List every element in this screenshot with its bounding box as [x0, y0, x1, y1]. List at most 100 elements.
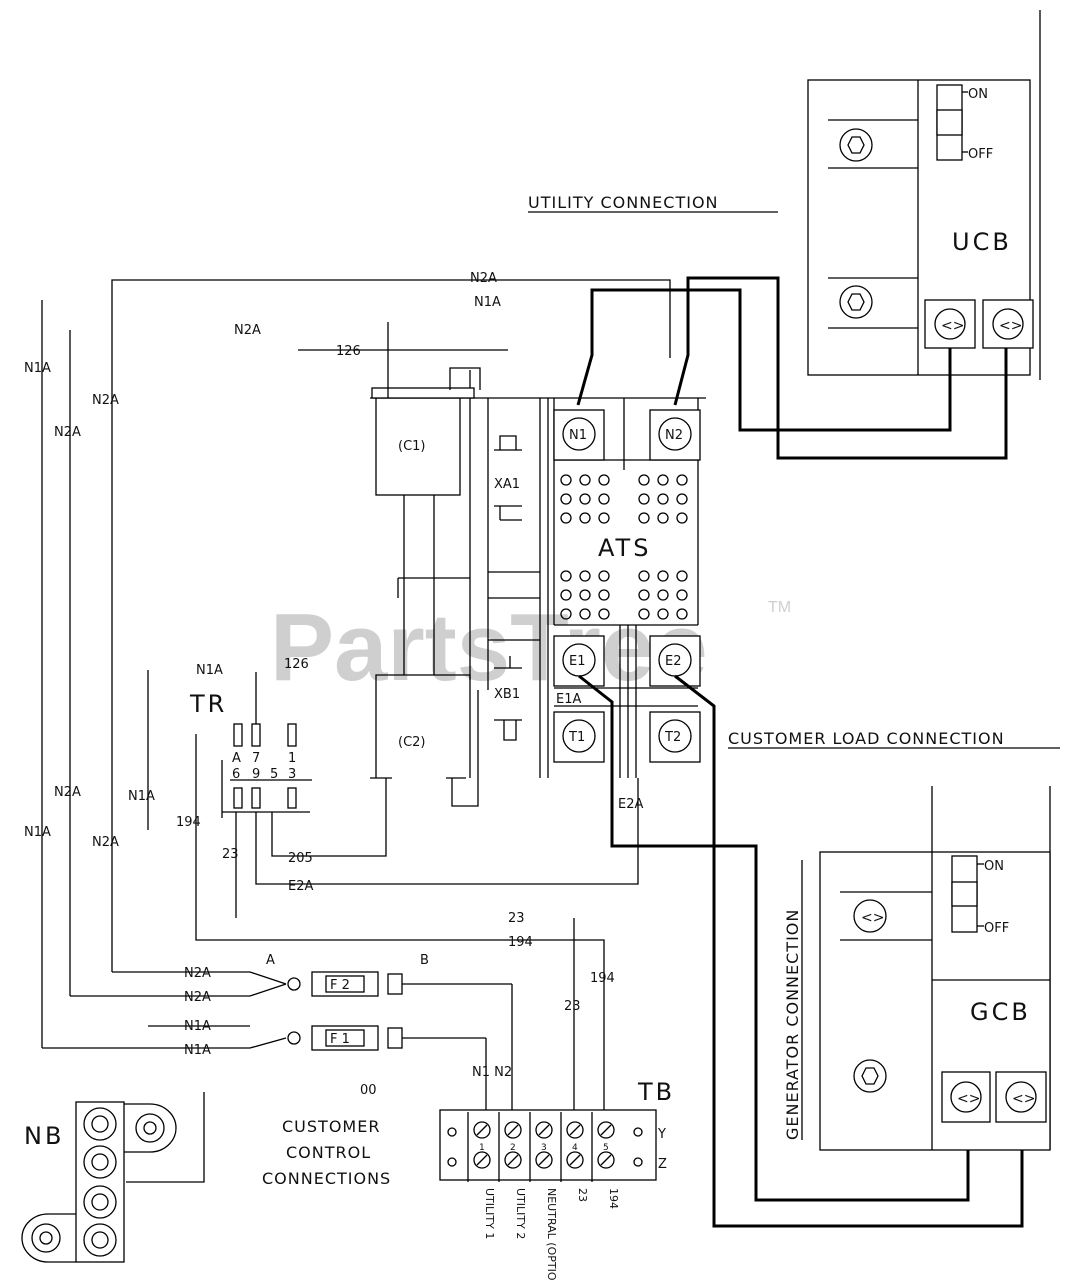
tb-terminal-number: 3 — [541, 1143, 547, 1153]
ats-contact-dot — [657, 608, 669, 620]
coil-c2: (C2) — [370, 674, 479, 807]
e1a-label: E1A — [556, 692, 581, 707]
w23-right: 23 — [564, 999, 581, 1014]
ats-contact-dot — [657, 512, 669, 524]
tb-terminal-number: 1 — [479, 1143, 485, 1153]
e1-label: E1 — [569, 654, 586, 669]
n2a-left-3: N2A — [54, 785, 81, 800]
tb-screw — [566, 1121, 584, 1139]
ats-contact-dot — [598, 493, 610, 505]
svg-text:<>: <> — [861, 910, 884, 926]
tb-screw — [504, 1151, 522, 1169]
c2-label: (C2) — [398, 735, 426, 750]
tb-screw — [535, 1121, 553, 1139]
tb-bottom-label: UTILITY 2 — [514, 1188, 527, 1239]
watermark: PartsTree — [270, 594, 708, 701]
t2-label: T2 — [664, 730, 681, 745]
switch-xb1: XB1 — [494, 656, 522, 741]
tb-label: TB — [637, 1078, 675, 1106]
svg-text:<>: <> — [1012, 1091, 1035, 1107]
f2-label: F 2 — [330, 978, 350, 993]
tb-bottom-label: UTILITY 1 — [483, 1188, 496, 1239]
generator-circuit-breaker: <> ON OFF GCB <> <> — [819, 786, 1051, 1151]
n1a-left-1: N1A — [24, 361, 51, 376]
ats-contact-dot — [560, 474, 572, 486]
pin-9: 9 — [252, 767, 260, 782]
pin-1: 1 — [288, 751, 296, 766]
tb-terminal-number: 2 — [510, 1143, 516, 1153]
e2-label: E2 — [665, 654, 682, 669]
n2a-wire-label-top: N2A — [234, 323, 261, 338]
ats-contact-dot — [560, 493, 572, 505]
generator-connection-label: GENERATOR CONNECTION — [783, 909, 802, 1140]
w194-left: 194 — [176, 815, 201, 830]
f1-label: F 1 — [330, 1032, 350, 1047]
ats-contact-dot — [598, 512, 610, 524]
n1a-fuse-2: N1A — [184, 1043, 211, 1058]
pin-5: 5 — [270, 767, 278, 782]
tr-label: TR — [189, 690, 227, 718]
tb-bottom-label: NEUTRAL (OPTIONAL) — [545, 1188, 558, 1280]
ats-contact-dot — [638, 570, 650, 582]
watermark-tm: TM — [768, 599, 791, 616]
tb-screw — [597, 1151, 615, 1169]
pin-3: 3 — [288, 767, 296, 782]
ats-contact-dot — [579, 608, 591, 620]
ats-contact-dot — [598, 608, 610, 620]
n1a-tr-label: N1A — [196, 663, 223, 678]
gcb-label: GCB — [970, 998, 1031, 1026]
cc-label: 00 — [360, 1083, 377, 1098]
ats-contact-dot — [638, 608, 650, 620]
tb-screw — [535, 1151, 553, 1169]
n2-label: N2 — [665, 428, 683, 443]
ats-contact-dot — [579, 474, 591, 486]
ats-contact-dot — [598, 589, 610, 601]
n1-label: N1 — [569, 428, 587, 443]
ats-contact-dot — [676, 512, 688, 524]
tb-screw — [566, 1151, 584, 1169]
pin-6: 6 — [232, 767, 240, 782]
pin-a: A — [232, 751, 241, 766]
ats-contact-dot — [657, 474, 669, 486]
w194-right: 194 — [590, 971, 615, 986]
ats-contact-dot — [579, 570, 591, 582]
fuse-f1: F 1 N1A N1A — [42, 1019, 487, 1120]
e2a-bottom-label: E2A — [288, 879, 313, 894]
tb-bottom-label: 194 — [607, 1188, 620, 1209]
n2a-top-label: N2A — [470, 271, 497, 286]
t1-label: T1 — [568, 730, 585, 745]
gcb-on-label: ON — [984, 859, 1004, 874]
xb1-label: XB1 — [494, 687, 520, 702]
ats-contact-dot — [657, 570, 669, 582]
pin-7: 7 — [252, 751, 260, 766]
tb-y-label: Y — [657, 1127, 666, 1142]
tb-screw — [597, 1121, 615, 1139]
tb-terminal-number: 5 — [603, 1143, 609, 1153]
tb-screw — [504, 1121, 522, 1139]
customer-load-connection-label: CUSTOMER LOAD CONNECTION — [728, 729, 1005, 748]
transfer-relay: N1A TR 126 A 7 1 6 9 3 5 — [189, 657, 312, 818]
w194-mid: 194 — [508, 935, 533, 950]
w126-relay-label: 126 — [284, 657, 309, 672]
tb-z-label: Z — [658, 1157, 667, 1172]
customer-control-line-2: CONTROL — [286, 1143, 371, 1162]
w126-label-top: 126 — [336, 344, 361, 359]
ats-contact-dot — [579, 589, 591, 601]
nb-label: NB — [24, 1122, 64, 1150]
coil-c1: (C1) — [371, 387, 475, 675]
e2a-right-label: E2A — [618, 797, 643, 812]
c1-label: (C1) — [398, 439, 426, 454]
n2a-left-1: N2A — [92, 393, 119, 408]
ats-label: ATS — [598, 534, 651, 562]
ats-contact-dot — [638, 493, 650, 505]
ats-contact-dot — [598, 570, 610, 582]
fuse-a-label: A — [266, 953, 275, 968]
w23-top: 23 — [508, 911, 525, 926]
tb-terminal-number: 4 — [572, 1143, 578, 1153]
ats-contact-dot — [560, 589, 572, 601]
switch-xa1: XA1 — [494, 435, 522, 521]
ats-contact-dot — [579, 512, 591, 524]
ats-contact-dot — [638, 589, 650, 601]
ats-contact-dot — [638, 474, 650, 486]
